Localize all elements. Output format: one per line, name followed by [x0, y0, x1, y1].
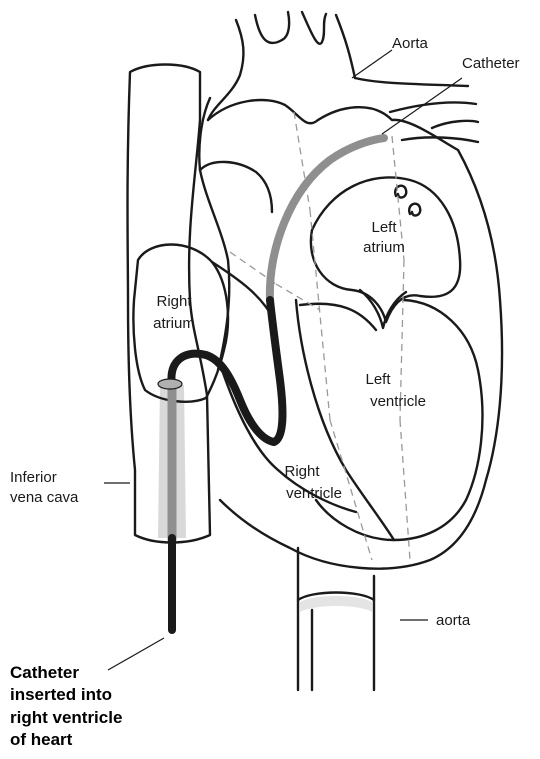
caption-leader: [108, 638, 164, 670]
right-ventricle-label-2: ventricle: [286, 485, 342, 502]
right-atrium-label-1: Right: [156, 293, 192, 310]
left-ventricle-label-2: ventricle: [370, 393, 426, 410]
catheter-label: Catheter: [462, 55, 520, 72]
right-atrium-label-2: atrium: [153, 315, 195, 332]
aorta-top-leader: [352, 50, 392, 78]
left-atrium-label-1: Left: [371, 219, 397, 236]
right-ventricle-label-1: Right: [284, 463, 320, 480]
ivc-label-1: Inferior: [10, 469, 57, 486]
left-atrium-label-2: atrium: [363, 239, 405, 256]
ivc-label-2: vena cava: [10, 489, 79, 506]
caption-line-2: inserted into: [10, 685, 112, 704]
aorta-bottom-label: aorta: [436, 612, 471, 629]
caption-line-3: right ventricle: [10, 708, 122, 727]
caption-line-4: of heart: [10, 730, 73, 749]
caption-line-1: Catheter: [10, 663, 79, 682]
aorta-top-label: Aorta: [392, 35, 429, 52]
left-ventricle-label-1: Left: [365, 371, 391, 388]
aortic-arch: [208, 12, 478, 142]
catheter-leader: [382, 78, 462, 134]
